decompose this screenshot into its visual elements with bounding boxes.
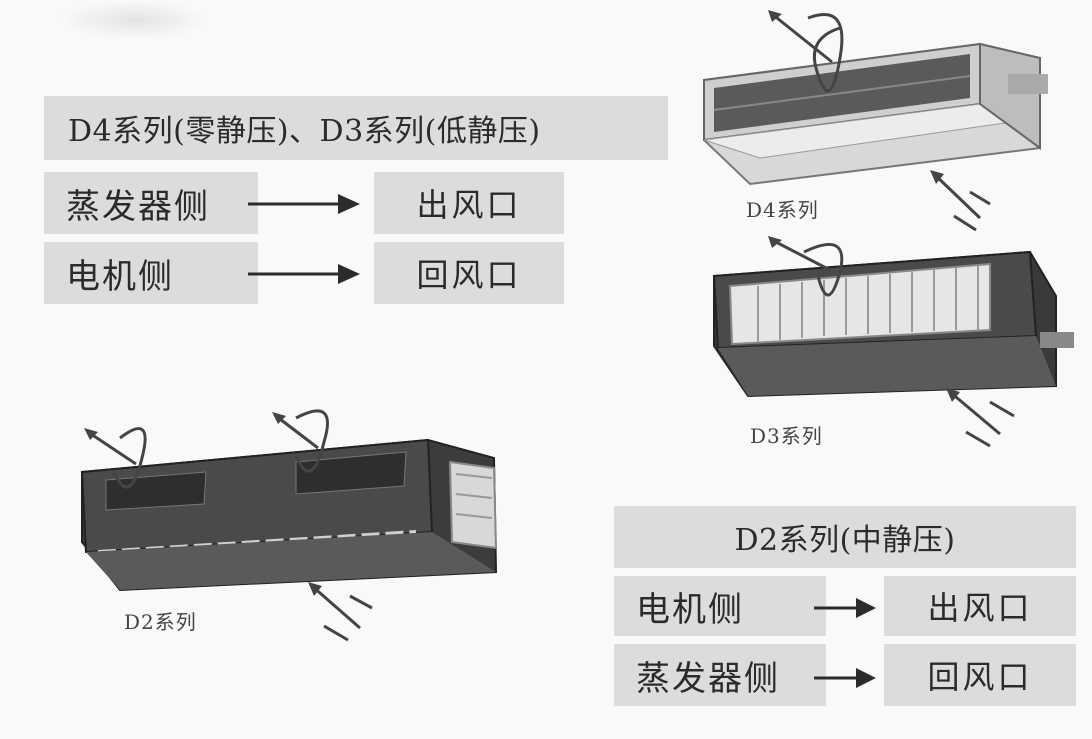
caption-d2: D2系列 bbox=[124, 610, 197, 634]
top-row2-side: 电机侧 bbox=[44, 242, 258, 304]
scan-smudge bbox=[60, 0, 210, 40]
d4-unit-image bbox=[703, 10, 1048, 232]
d3-unit-image bbox=[712, 236, 1074, 448]
caption-d3: D3系列 bbox=[750, 424, 823, 448]
arrow-right-icon bbox=[814, 598, 876, 618]
top-table-title: D4系列(零静压)、D3系列(低静压) bbox=[44, 96, 668, 160]
bottom-row1-side: 电机侧 bbox=[614, 576, 826, 636]
top-row1-side: 蒸发器侧 bbox=[44, 172, 258, 234]
bottom-table-title: D2系列(中静压) bbox=[614, 506, 1076, 568]
bottom-row2-side: 蒸发器侧 bbox=[614, 644, 826, 706]
bottom-row1-outlet: 出风口 bbox=[884, 576, 1076, 636]
caption-d4: D4系列 bbox=[746, 198, 819, 222]
d2-unit-image bbox=[80, 409, 498, 642]
top-row2-outlet: 回风口 bbox=[374, 242, 564, 304]
arrow-right-icon bbox=[248, 194, 360, 214]
bottom-row2-outlet: 回风口 bbox=[884, 644, 1076, 706]
arrow-right-icon bbox=[814, 668, 876, 688]
top-row1-outlet: 出风口 bbox=[374, 172, 564, 234]
arrow-right-icon bbox=[248, 264, 360, 284]
